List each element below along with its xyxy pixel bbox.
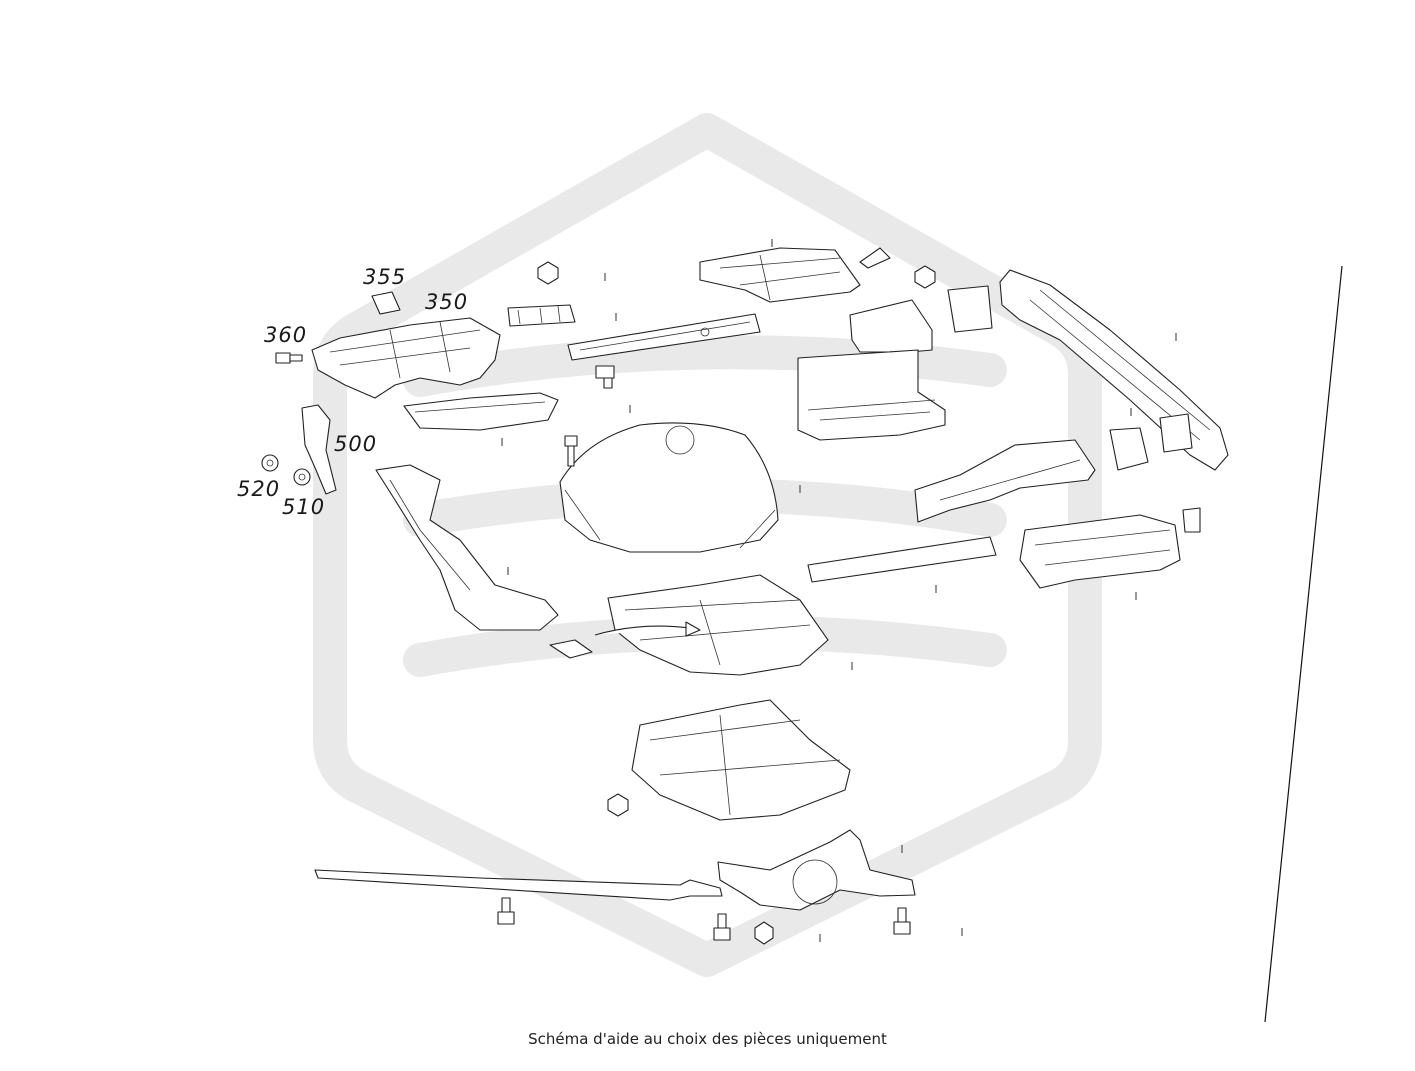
long-strut-bar[interactable] [314, 869, 723, 901]
panel-strip-left[interactable] [403, 392, 559, 431]
bolt-bottom-3[interactable] [893, 907, 911, 935]
callout-360[interactable]: 360 [264, 323, 308, 347]
bolt-mid[interactable] [595, 365, 615, 389]
rear-floor-center[interactable] [594, 574, 829, 676]
clip-center-left[interactable] [549, 639, 593, 659]
bolt-360[interactable] [275, 352, 303, 364]
nut-right[interactable] [914, 265, 936, 289]
callout-500[interactable]: 500 [334, 432, 378, 456]
spare-wheel-carrier[interactable] [717, 829, 916, 911]
bracket-500[interactable] [301, 404, 337, 495]
nut-520[interactable] [261, 454, 279, 472]
callout-355[interactable]: 355 [363, 265, 407, 289]
frame-line [1264, 265, 1343, 1023]
bracket-top-left[interactable] [507, 304, 576, 327]
right-floor-panel[interactable] [1019, 514, 1181, 589]
callout-510[interactable]: 510 [282, 495, 326, 519]
clip-355[interactable] [371, 291, 401, 315]
washer-510[interactable] [293, 468, 311, 486]
front-floor-section[interactable] [631, 699, 851, 821]
nut-bottom[interactable] [754, 921, 774, 945]
bracket-right-upper[interactable] [849, 299, 933, 353]
left-side-member[interactable] [375, 464, 559, 631]
rear-wall-panel[interactable] [797, 349, 946, 441]
nut-lower[interactable] [607, 793, 629, 817]
rear-floor-panel-upper[interactable] [699, 247, 861, 303]
rear-panel-bracket-350[interactable] [311, 317, 501, 399]
small-bracket-right[interactable] [1182, 507, 1201, 533]
nut-top[interactable] [537, 261, 559, 285]
callout-350[interactable]: 350 [425, 290, 469, 314]
crossmember-upper[interactable] [567, 313, 761, 361]
reference-ticks [501, 239, 1177, 942]
spare-wheel-well[interactable] [559, 422, 779, 553]
bolt-bottom-1[interactable] [497, 897, 515, 925]
bolt-bottom-2[interactable] [713, 913, 731, 941]
small-clip-top[interactable] [859, 247, 891, 269]
right-side-member[interactable] [914, 439, 1096, 523]
crossmember-lower[interactable] [807, 536, 997, 583]
bolt-left-long[interactable] [564, 435, 578, 467]
bracket-box-right[interactable] [947, 285, 993, 333]
diagram-caption: Schéma d'aide au choix des pièces unique… [528, 1030, 887, 1048]
callout-520[interactable]: 520 [237, 477, 281, 501]
bracket-box-right-lower[interactable] [1109, 413, 1193, 471]
